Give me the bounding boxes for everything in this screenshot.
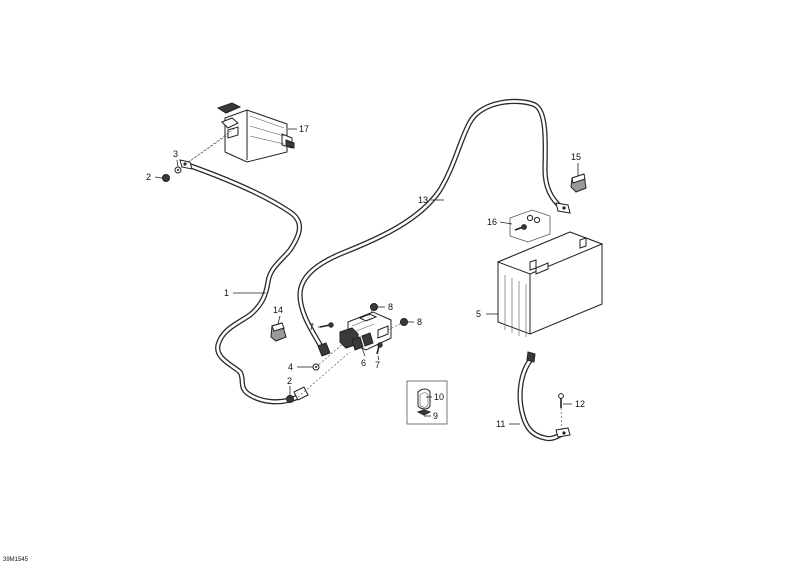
- callout-2-upper: 2: [146, 172, 151, 182]
- callout-3: 3: [173, 149, 178, 159]
- cable-13[interactable]: [297, 98, 571, 357]
- callout-2-lower: 2: [287, 376, 292, 386]
- callout-10: 10: [434, 392, 444, 402]
- callout-5: 5: [476, 309, 481, 319]
- hardware-box-16[interactable]: [509, 209, 551, 243]
- screw-7-left[interactable]: [319, 322, 334, 328]
- battery[interactable]: [496, 231, 604, 337]
- callout-4: 4: [288, 362, 293, 372]
- terminal-boot-14[interactable]: [270, 322, 287, 342]
- callout-9: 9: [433, 411, 438, 421]
- screw-7-lower[interactable]: [376, 342, 383, 355]
- terminal-boot-15[interactable]: [570, 173, 587, 193]
- hardware-box-9-10[interactable]: [406, 380, 448, 425]
- callouts: 17 3 2 1 13 15 16 5 14 8 8 7 7 6 4 2 10 …: [146, 124, 585, 429]
- callout-7-left: 7: [309, 322, 314, 332]
- diagram-reference: 39M1545: [3, 557, 29, 563]
- callout-17: 17: [299, 124, 309, 134]
- assembly-lines: [177, 127, 563, 431]
- callout-7-lower: 7: [375, 360, 380, 370]
- cable-11[interactable]: [517, 351, 571, 442]
- callout-8-right: 8: [417, 317, 422, 327]
- callout-16: 16: [487, 217, 497, 227]
- cable-1[interactable]: [179, 159, 309, 405]
- starter-motor[interactable]: [216, 102, 295, 163]
- leader-lines: [154, 128, 579, 425]
- nut-2-lower[interactable]: [286, 395, 294, 403]
- callout-11: 11: [496, 419, 505, 429]
- screw-12[interactable]: [558, 393, 564, 408]
- nut-2-upper[interactable]: [162, 174, 170, 182]
- callout-14: 14: [273, 305, 283, 315]
- callout-13: 13: [418, 195, 428, 205]
- callout-6: 6: [361, 358, 366, 368]
- starter-solenoid[interactable]: [339, 311, 392, 351]
- callout-8-upper: 8: [388, 302, 393, 312]
- callout-15: 15: [571, 152, 581, 162]
- callout-12: 12: [575, 399, 585, 409]
- callout-1: 1: [224, 288, 229, 298]
